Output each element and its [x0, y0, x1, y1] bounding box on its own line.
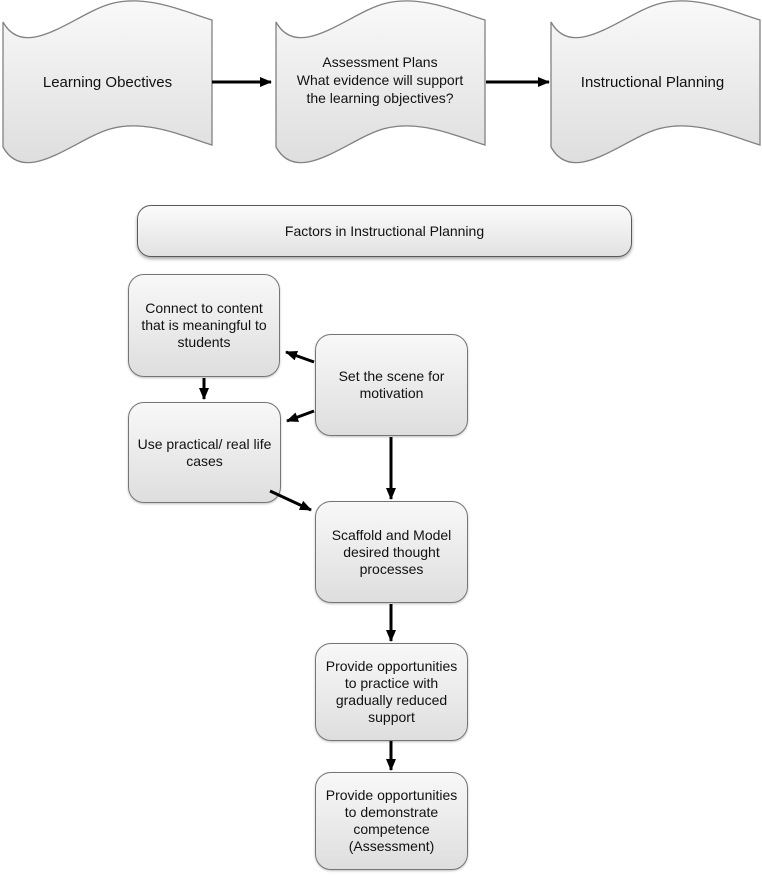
- box-practical-label: Use practical/ real life cases: [137, 435, 272, 469]
- banner-factors-in-instructional-planning: Factors in Instructional Planning: [137, 205, 632, 257]
- arrow-motivation-to-connect: [285, 350, 315, 364]
- wave-shape-instructional-planning: [550, 0, 761, 164]
- wave-shape-learning-objectives: [2, 0, 213, 164]
- box-motivation-label: Set the scene for motivation: [338, 368, 445, 401]
- wave-shape-assessment-plans: [275, 0, 486, 164]
- box-scaffold-and-model: Scaffold and Model desired thought proce…: [315, 501, 468, 603]
- box-connect-label: Connect to content that is meaningful to…: [141, 300, 267, 350]
- box-use-practical-real-life-cases: Use practical/ real life cases: [128, 402, 281, 503]
- box-provide-opportunities-demonstrate: Provide opportunities to demonstrate com…: [315, 772, 468, 870]
- arrow-motivation-to-practical: [286, 409, 315, 423]
- box-set-the-scene-for-motivation: Set the scene for motivation: [315, 334, 468, 436]
- banner-label: Factors in Instructional Planning: [284, 223, 485, 239]
- box-connect-to-content: Connect to content that is meaningful to…: [128, 274, 280, 377]
- box-provide-opportunities-practice: Provide opportunities to practice with g…: [315, 643, 468, 741]
- box-scaffold-label: Scaffold and Model desired thought proce…: [331, 526, 452, 577]
- wave-label-assessment-plans: Assessment Plans What evidence will supp…: [296, 54, 464, 106]
- wave-label-learning-objectives: Learning Obectives: [42, 74, 173, 91]
- wave-label-instructional-planning: Instructional Planning: [580, 74, 725, 91]
- box-practice-label: Provide opportunities to practice with g…: [325, 658, 458, 725]
- box-demonstrate-label: Provide opportunities to demonstrate com…: [325, 787, 458, 854]
